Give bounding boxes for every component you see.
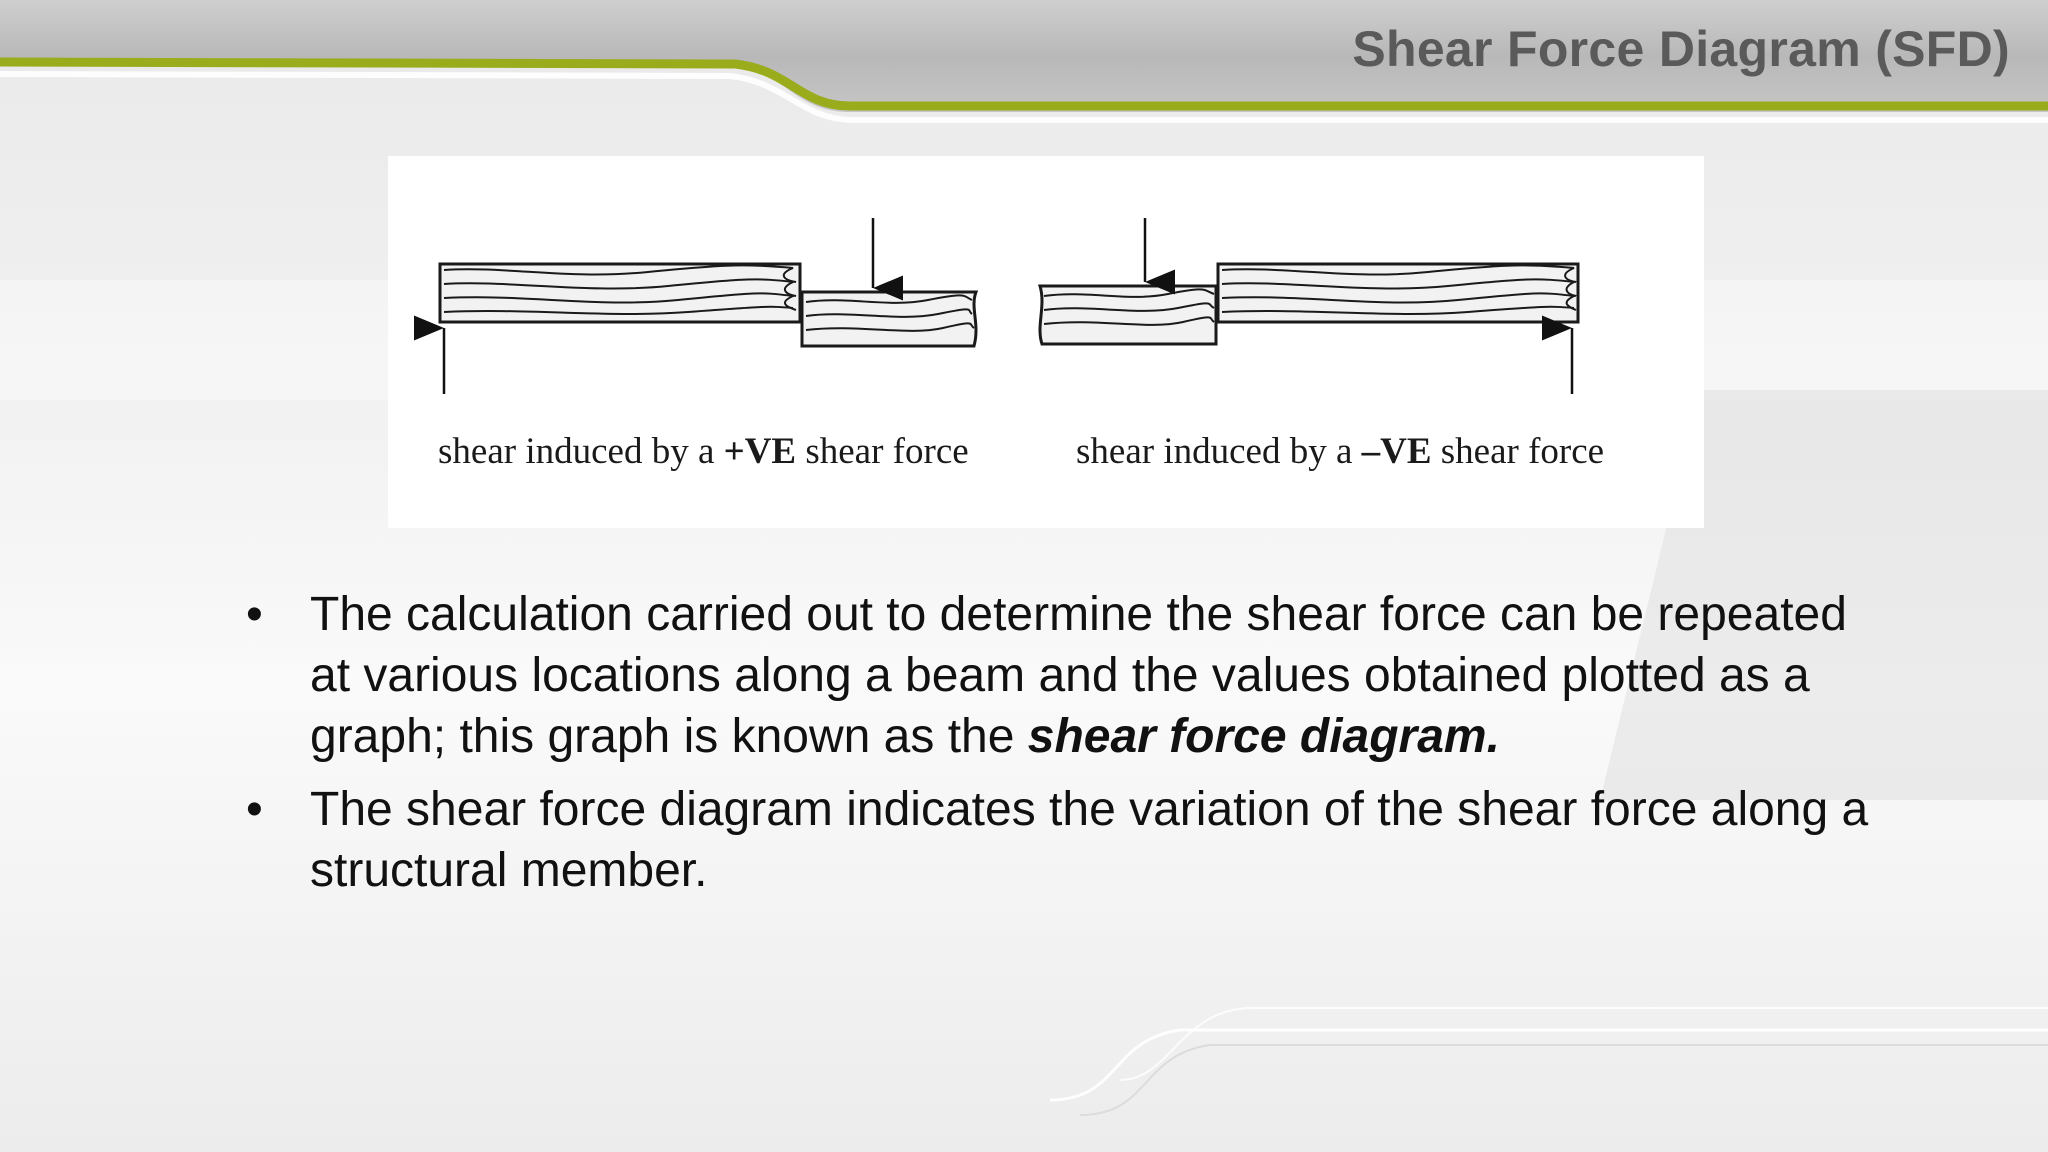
caption-right-suffix: shear force	[1431, 431, 1605, 472]
beam-diagram	[414, 218, 1580, 394]
caption-left-prefix: shear induced by a	[438, 431, 724, 472]
slide-title: Shear Force Diagram (SFD)	[1352, 21, 2010, 77]
caption-positive-shear: shear induced by a +VE shear force	[438, 430, 969, 473]
bullet-symbol: •	[246, 588, 263, 641]
caption-right-sign: –VE	[1361, 431, 1432, 472]
bullet-emphasis: shear force diagram.	[1027, 710, 1500, 763]
left-long-beam	[438, 262, 802, 324]
bullet-list: • The calculation carried out to determi…	[246, 584, 1896, 913]
bullet-symbol: •	[246, 783, 263, 836]
right-long-beam	[1216, 262, 1580, 324]
caption-left-suffix: shear force	[796, 431, 969, 472]
bullet-text: The calculation carried out to determine…	[310, 588, 1847, 763]
caption-negative-shear: shear induced by a –VE shear force	[1076, 430, 1604, 473]
right-short-beam	[1037, 284, 1218, 346]
caption-left-sign: +VE	[723, 431, 797, 472]
left-short-beam	[800, 290, 979, 348]
bullet-text: The shear force diagram indicates the va…	[310, 783, 1869, 897]
bullet-item: • The shear force diagram indicates the …	[246, 779, 1896, 901]
bullet-item: • The calculation carried out to determi…	[246, 584, 1896, 767]
caption-right-prefix: shear induced by a	[1076, 431, 1362, 472]
shear-figure: shear induced by a +VE shear force shear…	[388, 156, 1704, 528]
